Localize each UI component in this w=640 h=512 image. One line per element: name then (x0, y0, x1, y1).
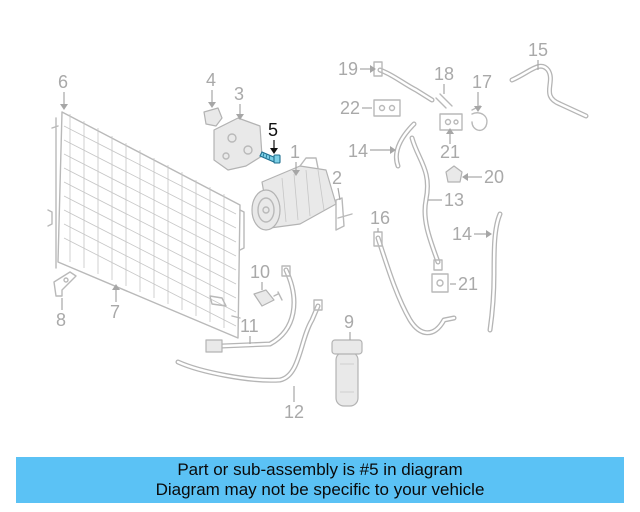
callout-3: 3 (234, 84, 244, 120)
svg-text:13: 13 (444, 190, 464, 210)
svg-text:5: 5 (268, 120, 278, 140)
bolt-part-5[interactable] (259, 151, 281, 164)
callout-14b: 14 (452, 224, 492, 244)
banner-line-part-number: Part or sub-assembly is #5 in diagram (177, 460, 463, 479)
bushing-part-4[interactable] (203, 107, 223, 127)
svg-text:9: 9 (344, 312, 354, 332)
hose-part-14-upper[interactable] (394, 121, 417, 169)
callout-12: 12 (284, 386, 304, 422)
callout-6: 6 (58, 72, 68, 110)
ac-system-parts-diagram: 1 2 3 4 5 6 7 8 9 10 11 12 (47, 40, 589, 422)
svg-text:4: 4 (206, 70, 216, 90)
seal-kit-part-21-upper[interactable] (439, 113, 463, 131)
svg-text:20: 20 (484, 167, 504, 187)
callout-18: 18 (434, 64, 454, 94)
callout-21b: 21 (450, 274, 478, 294)
receiver-drier-part-9[interactable] (331, 339, 363, 407)
bracket-part-2[interactable] (335, 197, 353, 231)
hose-part-14-right[interactable] (487, 211, 503, 333)
svg-text:18: 18 (434, 64, 454, 84)
svg-text:19: 19 (338, 59, 358, 79)
callout-19: 19 (338, 59, 376, 79)
callout-9: 9 (344, 312, 354, 340)
callout-17: 17 (472, 72, 492, 112)
svg-text:3: 3 (234, 84, 244, 104)
ac-line-part-13[interactable] (409, 135, 443, 271)
seal-kit-part-22[interactable] (373, 99, 401, 117)
svg-text:12: 12 (284, 402, 304, 422)
hose-part-15[interactable] (509, 63, 589, 119)
ac-line-part-12[interactable] (175, 299, 323, 383)
ac-line-part-11[interactable] (205, 265, 297, 353)
svg-text:7: 7 (110, 302, 120, 322)
callout-5: 5 (268, 120, 278, 154)
callout-4: 4 (206, 70, 216, 108)
svg-text:1: 1 (290, 142, 300, 162)
info-banner: Part or sub-assembly is #5 in diagram Di… (16, 457, 624, 503)
svg-text:16: 16 (370, 208, 390, 228)
callout-7: 7 (110, 284, 120, 322)
condenser-part-6[interactable] (47, 111, 245, 339)
banner-line-disclaimer: Diagram may not be specific to your vehi… (155, 480, 485, 499)
callout-11: 11 (240, 316, 259, 344)
svg-text:8: 8 (56, 310, 66, 330)
hose-part-16[interactable] (373, 231, 457, 336)
svg-text:11: 11 (240, 316, 259, 336)
seal-kit-part-21-lower[interactable] (431, 273, 449, 293)
callout-21a: 21 (440, 128, 460, 162)
bracket-part-8[interactable] (53, 271, 77, 297)
pressure-sensor-part-10[interactable] (253, 289, 283, 307)
callout-8: 8 (56, 298, 66, 330)
svg-text:6: 6 (58, 72, 68, 92)
svg-text:17: 17 (472, 72, 492, 92)
cap-part-20[interactable] (445, 165, 463, 183)
callout-22: 22 (340, 98, 372, 118)
ac-line-part-19[interactable] (373, 61, 435, 103)
svg-text:22: 22 (340, 98, 360, 118)
callout-2: 2 (332, 168, 342, 201)
compressor-part-1[interactable] (251, 157, 337, 231)
svg-text:2: 2 (332, 168, 342, 188)
callout-10: 10 (250, 262, 270, 290)
callout-15: 15 (528, 40, 548, 70)
callout-13: 13 (428, 190, 464, 210)
svg-text:14: 14 (348, 141, 368, 161)
callout-20: 20 (462, 167, 504, 187)
svg-text:21: 21 (440, 142, 460, 162)
svg-text:15: 15 (528, 40, 548, 60)
svg-text:21: 21 (458, 274, 478, 294)
callout-16: 16 (370, 208, 390, 232)
svg-text:14: 14 (452, 224, 472, 244)
callout-14a: 14 (348, 141, 396, 161)
compressor-bracket-part-3[interactable] (213, 117, 263, 171)
valve-part-18[interactable] (435, 93, 453, 109)
callout-1: 1 (290, 142, 300, 176)
svg-text:10: 10 (250, 262, 270, 282)
